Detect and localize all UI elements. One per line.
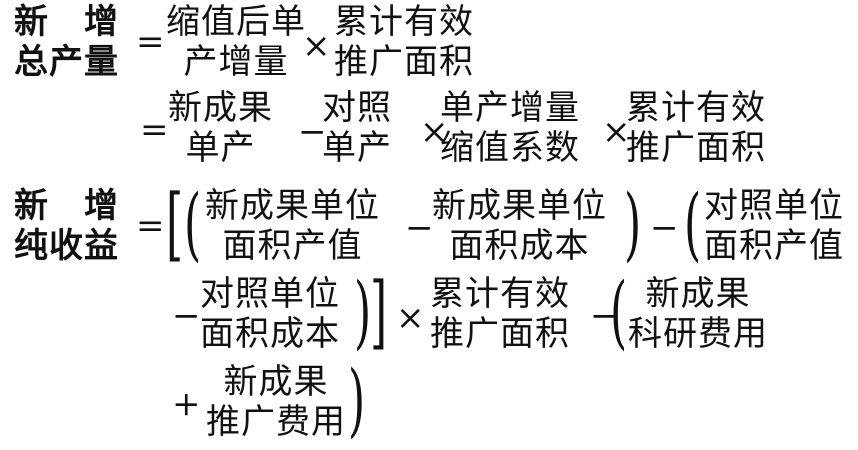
- term-new-unit-output-value: 新成果单位面积产值: [205, 186, 380, 266]
- term-control-yield: 对照单产: [322, 88, 392, 168]
- right-paren: ): [624, 177, 642, 270]
- term-cumulative-area: 累计有效推广面积: [334, 2, 474, 82]
- equals-sign: =: [136, 206, 165, 246]
- minus-sign: −: [590, 296, 619, 336]
- right-bracket: ]: [370, 265, 388, 358]
- term-control-unit-output-value: 对照单位面积产值: [704, 186, 844, 266]
- term-reduced-unit-yield-increase: 缩值后单产增量: [166, 2, 306, 82]
- term-new-unit-cost: 新成果单位面积成本: [432, 186, 607, 266]
- term-promotion-cost: 新成果推广费用: [206, 362, 346, 442]
- minus-sign: −: [298, 112, 327, 152]
- minus-sign: −: [650, 208, 679, 248]
- left-paren: (: [184, 177, 202, 270]
- times-sign: ×: [420, 112, 449, 152]
- equals-sign: =: [140, 110, 169, 150]
- left-paren: (: [684, 177, 702, 270]
- times-sign: ×: [302, 26, 331, 66]
- minus-sign: −: [405, 208, 434, 248]
- left-bracket: [: [166, 177, 184, 270]
- equals-sign: =: [136, 22, 165, 62]
- term-control-unit-cost: 对照单位面积成本: [200, 274, 340, 354]
- term-cumulative-area: 累计有效推广面积: [626, 88, 766, 168]
- right-paren: ): [354, 265, 372, 358]
- label-new-net-income: 新 增纯收益: [14, 186, 119, 266]
- right-paren: ): [348, 353, 366, 446]
- term-yield-increase-coefficient: 单产增量缩值系数: [440, 88, 580, 168]
- label-new-total-output: 新 增总产量: [14, 2, 119, 82]
- term-cumulative-area: 累计有效推广面积: [430, 274, 570, 354]
- term-new-result-yield: 新成果单产: [168, 88, 273, 168]
- left-paren: (: [610, 265, 628, 358]
- times-sign: ×: [396, 298, 425, 338]
- term-research-cost: 新成果科研费用: [628, 274, 768, 354]
- times-sign: ×: [602, 112, 631, 152]
- plus-sign: +: [172, 384, 201, 424]
- minus-sign: −: [172, 296, 201, 336]
